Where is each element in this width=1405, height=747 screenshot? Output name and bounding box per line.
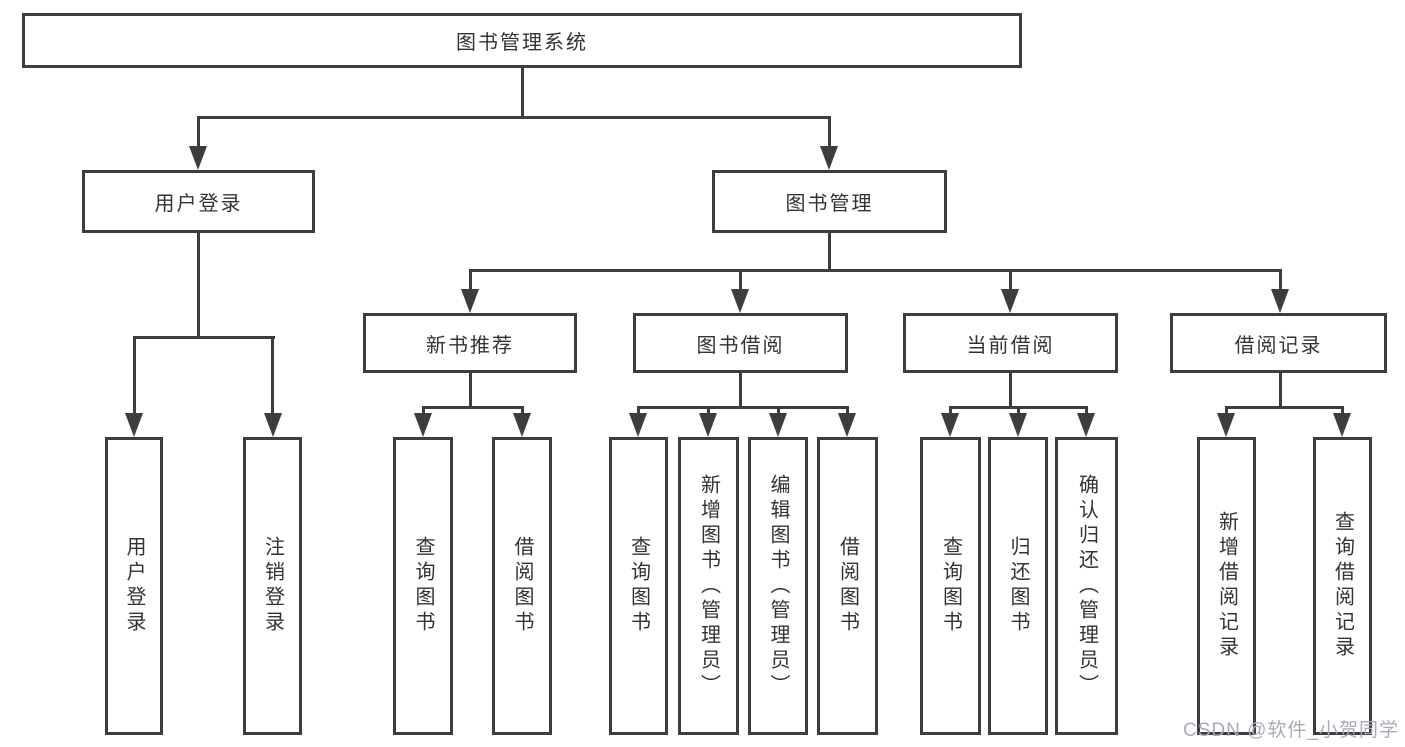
connector-line — [948, 405, 1088, 409]
connector-line — [1084, 408, 1088, 415]
connector-line — [827, 233, 831, 270]
arrow-down-icon — [189, 146, 207, 170]
arrow-down-icon — [699, 413, 717, 437]
leaf-query-books-recommend: 查询图书 — [393, 437, 453, 735]
connector-line — [948, 408, 952, 415]
connector-line — [421, 408, 425, 415]
connector-line — [636, 408, 640, 415]
connector-line — [132, 338, 136, 415]
connector-line — [1008, 271, 1012, 291]
arrow-down-icon — [461, 289, 479, 313]
arrow-down-icon — [125, 413, 143, 437]
connector-line — [520, 68, 524, 117]
arrow-down-icon — [731, 289, 749, 313]
leaf-user-login: 用户登录 — [105, 437, 163, 735]
connector-line — [196, 118, 200, 148]
connector-line — [1016, 408, 1020, 415]
connector-line — [1340, 408, 1344, 415]
connector-line — [738, 373, 742, 407]
connector-line — [468, 373, 472, 407]
leaf-edit-books-admin: 编辑图书（管理员） — [748, 437, 808, 735]
arrow-down-icon — [1217, 413, 1235, 437]
arrow-down-icon — [1009, 413, 1027, 437]
leaf-add-books-admin: 新增图书（管理员） — [678, 437, 739, 735]
arrow-down-icon — [263, 413, 282, 437]
arrow-down-icon — [1333, 413, 1351, 437]
arrow-down-icon — [1271, 289, 1289, 313]
node-user-login: 用户登录 — [82, 170, 315, 233]
node-book-management: 图书管理 — [712, 170, 947, 233]
connector-line — [827, 118, 831, 148]
node-book-borrowing: 图书借阅 — [633, 313, 848, 373]
arrow-down-icon — [629, 413, 647, 437]
leaf-query-borrow-record: 查询借阅记录 — [1313, 437, 1372, 735]
connector-line — [196, 115, 831, 119]
connector-line — [1008, 373, 1012, 407]
node-current-borrowing: 当前借阅 — [903, 313, 1118, 373]
connector-line — [738, 271, 742, 291]
connector-line — [1224, 408, 1228, 415]
connector-line — [776, 408, 780, 415]
connector-line — [196, 233, 200, 337]
leaf-logout: 注销登录 — [243, 437, 302, 735]
arrow-down-icon — [838, 413, 856, 437]
leaf-query-books-current: 查询图书 — [920, 437, 981, 735]
connector-line — [1224, 405, 1344, 409]
node-new-book-recommendation: 新书推荐 — [363, 313, 577, 373]
node-borrowing-records: 借阅记录 — [1170, 313, 1387, 373]
connector-line — [520, 408, 524, 415]
leaf-query-books-borrowing: 查询图书 — [609, 437, 668, 735]
connector-line — [1278, 271, 1282, 291]
connector-line — [468, 271, 472, 291]
connector-line — [1278, 373, 1282, 407]
connector-line — [421, 405, 524, 409]
leaf-confirm-return-admin: 确认归还（管理员） — [1055, 437, 1118, 735]
connector-line — [468, 268, 1282, 272]
arrow-down-icon — [941, 413, 959, 437]
leaf-borrow-books-recommend: 借阅图书 — [492, 437, 552, 735]
node-root: 图书管理系统 — [22, 13, 1022, 68]
arrow-down-icon — [1077, 413, 1095, 437]
leaf-return-books: 归还图书 — [988, 437, 1048, 735]
arrow-down-icon — [1001, 289, 1019, 313]
arrow-down-icon — [820, 146, 838, 170]
connector-line — [636, 405, 849, 409]
arrow-down-icon — [769, 413, 787, 437]
connector-line — [132, 335, 275, 339]
connector-line — [706, 408, 710, 415]
watermark: CSDN @软件_小贺同学 — [1183, 720, 1399, 741]
leaf-borrow-books-borrowing: 借阅图书 — [817, 437, 878, 735]
arrow-down-icon — [414, 413, 432, 437]
connector-line — [271, 338, 274, 415]
arrow-down-icon — [513, 413, 531, 437]
leaf-add-borrow-record: 新增借阅记录 — [1197, 437, 1256, 735]
connector-line — [845, 408, 849, 415]
